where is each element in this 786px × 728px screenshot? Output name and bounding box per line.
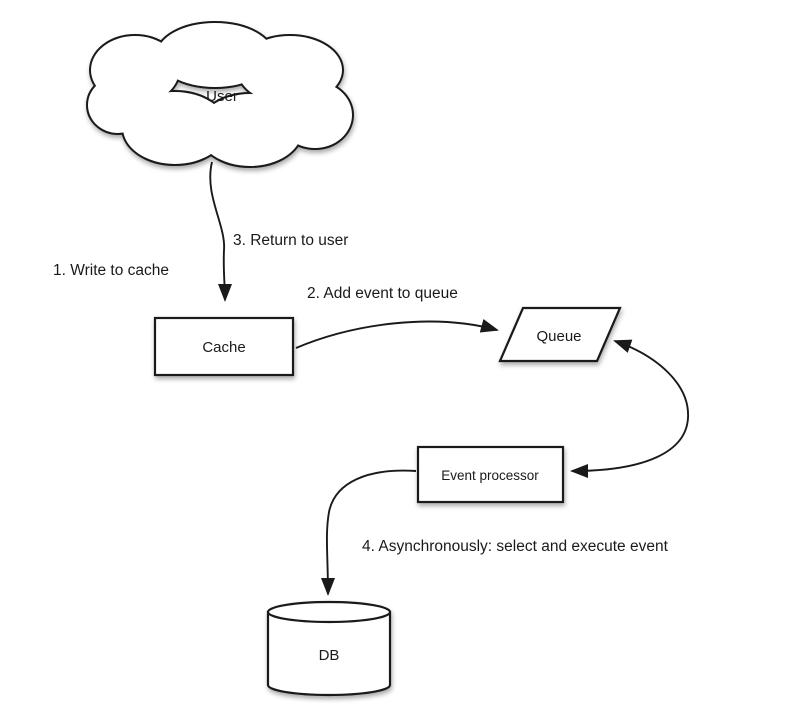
queue-label: Queue xyxy=(536,328,581,345)
edge-label-write-to-cache: 1. Write to cache xyxy=(53,262,169,279)
edge-label-add-event-to-queue: 2. Add event to queue xyxy=(307,285,458,302)
db-label: DB xyxy=(319,647,340,664)
db-cylinder-body xyxy=(266,610,392,697)
event-processor-label: Event processor xyxy=(441,468,539,483)
node-cache: Cache xyxy=(153,316,295,377)
cache-label: Cache xyxy=(202,339,245,356)
cache-box xyxy=(153,316,295,377)
queue-parallelogram xyxy=(498,306,622,363)
node-queue: Queue xyxy=(498,306,622,363)
edge-label-async-execute: 4. Asynchronously: select and execute ev… xyxy=(362,538,669,555)
cloud-fill xyxy=(88,23,352,166)
node-db: DB xyxy=(266,600,392,697)
edge-user-to-cache xyxy=(209,161,232,302)
edge-cache-to-queue xyxy=(295,319,499,349)
event-processor-box xyxy=(416,445,565,504)
user-label: User xyxy=(206,88,238,105)
edge-label-return-to-user: 3. Return to user xyxy=(233,232,348,249)
edge-event-processor-to-db xyxy=(320,469,417,596)
node-user: User xyxy=(86,21,354,168)
db-cylinder-top xyxy=(266,600,392,624)
edge-queue-event-processor-bidirectional xyxy=(570,339,689,478)
node-event-processor: Event processor xyxy=(416,445,565,504)
